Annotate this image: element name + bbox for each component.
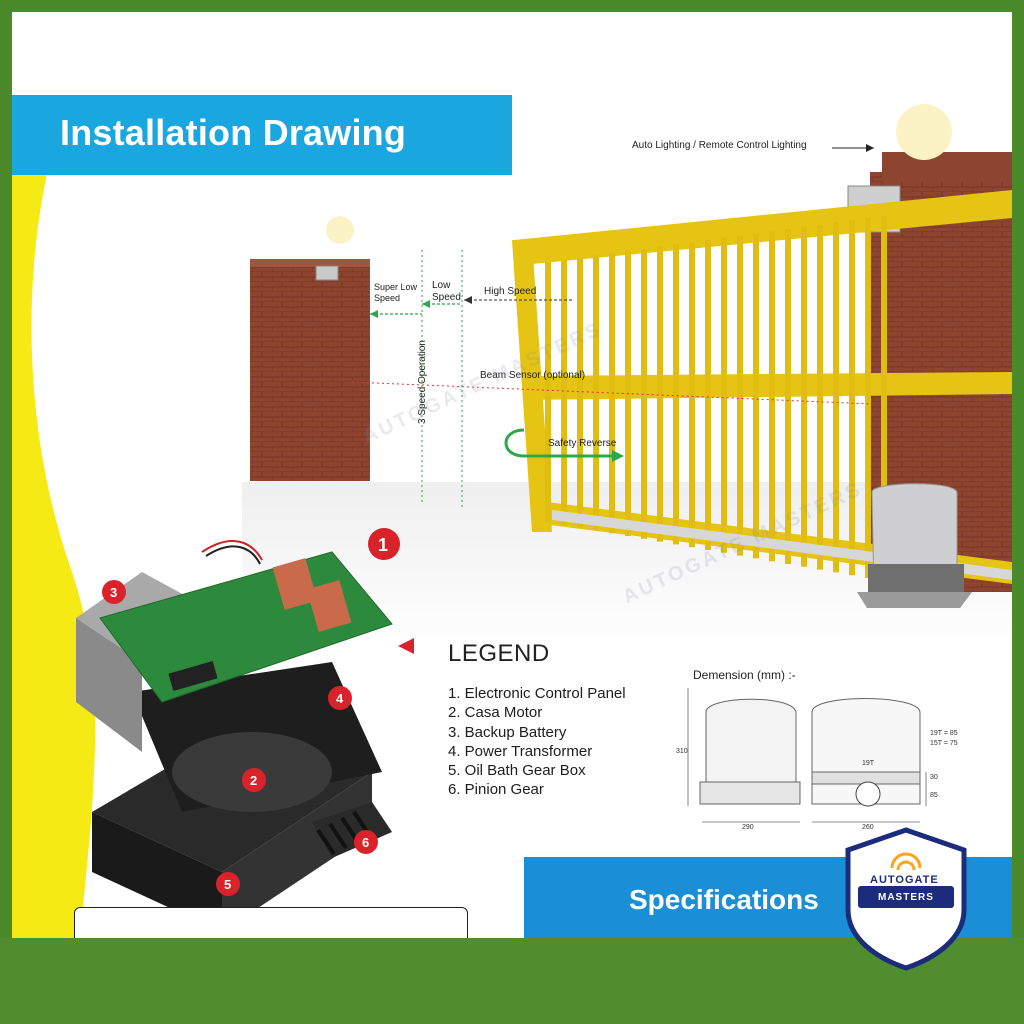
legend-item: 2. Casa Motor bbox=[448, 704, 543, 722]
dim-width-side: 260 bbox=[862, 824, 874, 831]
dim-85: 85 bbox=[930, 792, 938, 799]
marker-5 bbox=[216, 872, 240, 896]
marker-6 bbox=[354, 830, 378, 854]
gate-motor-illustration bbox=[76, 540, 393, 932]
specifications-title: Specifications bbox=[629, 884, 819, 915]
legend-item: 3. Backup Battery bbox=[448, 723, 567, 741]
logo-line1: AUTOGATE bbox=[870, 874, 939, 886]
marker-5-label: 5 bbox=[224, 877, 233, 892]
legend-item: 5. Oil Bath Gear Box bbox=[448, 762, 586, 780]
yellow-swoosh bbox=[12, 152, 96, 1012]
dim-height: 310 bbox=[676, 748, 688, 755]
speed-guides bbox=[370, 144, 874, 510]
marker-1-label: 1 bbox=[378, 535, 390, 555]
dim-note-15t: 15T = 75 bbox=[930, 740, 958, 747]
dim-30: 30 bbox=[930, 774, 938, 781]
dim-width-front: 290 bbox=[742, 824, 754, 831]
super-low-speed-label-1: Super Low bbox=[374, 282, 418, 292]
legend-pointer-icon bbox=[398, 638, 414, 654]
dim-note-19t: 19T = 85 bbox=[930, 730, 958, 737]
legend-item: 6. Pinion Gear bbox=[448, 781, 544, 799]
legend-title: LEGEND bbox=[448, 640, 550, 667]
auto-lighting-label: Auto Lighting / Remote Control Lighting bbox=[632, 140, 807, 151]
high-speed-label: High Speed bbox=[484, 286, 537, 297]
logo-line2: MASTERS bbox=[878, 892, 934, 903]
marker-4 bbox=[328, 686, 352, 710]
sliding-gate bbox=[351, 190, 1012, 608]
legend-item: 1. Electronic Control Panel bbox=[448, 685, 626, 702]
marker-1 bbox=[368, 528, 400, 560]
marker-2-label: 2 bbox=[250, 773, 259, 788]
marker-4-label: 4 bbox=[336, 691, 345, 706]
bottom-band bbox=[0, 938, 1024, 1024]
shield-logo-icon bbox=[845, 827, 967, 971]
super-low-speed-label-2: Speed bbox=[374, 293, 401, 303]
legend-markers bbox=[102, 528, 400, 896]
dimension-title: Demension (mm) :- bbox=[693, 668, 796, 682]
marker-6-label: 6 bbox=[362, 835, 371, 850]
page-title: Installation Drawing bbox=[60, 112, 407, 153]
marker-3 bbox=[102, 580, 126, 604]
marker-3-label: 3 bbox=[110, 585, 119, 600]
beam-sensor-label: Beam Sensor (optional) bbox=[480, 370, 586, 381]
dim-gear-label: 19T bbox=[862, 760, 875, 767]
legend-list: 1. Electronic Control Panel 2. Casa Moto… bbox=[448, 684, 626, 800]
legend-item: 4. Power Transformer bbox=[448, 742, 593, 760]
low-speed-label-1: Low bbox=[432, 280, 451, 291]
safety-reverse-label: Safety Reverse bbox=[548, 438, 617, 449]
marker-2 bbox=[242, 768, 266, 792]
poster: Installation Drawing bbox=[12, 12, 1012, 1012]
low-speed-label-2: Speed bbox=[432, 292, 461, 303]
dimension-drawing bbox=[687, 688, 927, 823]
title-banner bbox=[12, 95, 512, 175]
